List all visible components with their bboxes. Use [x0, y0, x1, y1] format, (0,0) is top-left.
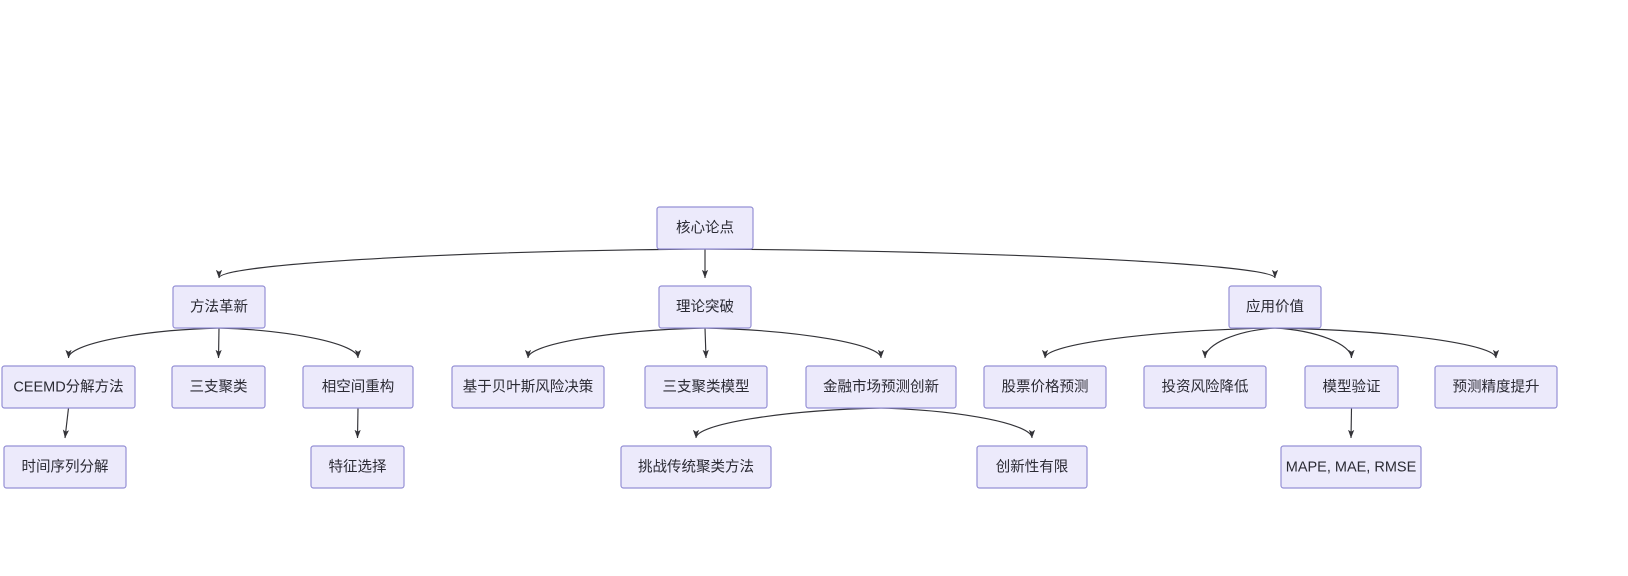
node-box[interactable]: [976, 445, 1088, 489]
node-label: 应用价值: [1246, 297, 1304, 315]
node-理论突破[interactable]: 理论突破: [658, 285, 752, 329]
node-label: 挑战传统聚类方法: [638, 458, 754, 475]
node-box[interactable]: [171, 365, 266, 409]
node-股票价格预测[interactable]: 股票价格预测: [983, 365, 1107, 409]
edge-n_ceemd-to-n_tsdecom: [62, 407, 70, 439]
node-box[interactable]: [620, 445, 772, 489]
edge-n_apply-to-n_valid: [1274, 327, 1355, 359]
node-box[interactable]: [1280, 445, 1422, 489]
edge-n_root-to-n_method: [216, 248, 706, 279]
node-label: 三支聚类模型: [663, 378, 750, 395]
node-label: 时间序列分解: [22, 458, 109, 475]
edge-n_theory-to-n_tsmodel: [702, 327, 709, 359]
node-box[interactable]: [658, 285, 752, 329]
node-label: 预测精度提升: [1453, 378, 1540, 395]
node-box[interactable]: [302, 365, 414, 409]
edge-n_theory-to-n_finance: [704, 327, 885, 359]
node-box[interactable]: [310, 445, 405, 489]
node-mape-mae-rmse[interactable]: MAPE, MAE, RMSE: [1280, 445, 1422, 489]
edge-n_finance-to-n_limit: [880, 407, 1036, 439]
node-box[interactable]: [983, 365, 1107, 409]
node-时间序列分解[interactable]: 时间序列分解: [3, 445, 127, 489]
node-box[interactable]: [1434, 365, 1558, 409]
node-ceemd分解方法[interactable]: CEEMD分解方法: [1, 365, 136, 409]
node-三支聚类模型[interactable]: 三支聚类模型: [644, 365, 768, 409]
node-核心论点[interactable]: 核心论点: [656, 206, 754, 250]
edge-n_apply-to-n_stock: [1041, 327, 1276, 359]
node-label: 股票价格预测: [1002, 378, 1089, 395]
node-label: 金融市场预测创新: [823, 378, 939, 395]
edge-n_root-to-n_apply: [704, 248, 1278, 279]
edge-n_phase-to-n_feature: [354, 407, 361, 439]
node-box[interactable]: [172, 285, 266, 329]
node-label: 三支聚类: [190, 378, 248, 395]
node-应用价值[interactable]: 应用价值: [1228, 285, 1322, 329]
edge-n_method-to-n_ceemd: [65, 327, 220, 359]
node-创新性有限[interactable]: 创新性有限: [976, 445, 1088, 489]
node-label: 基于贝叶斯风险决策: [463, 378, 594, 395]
edge-n_finance-to-n_chall: [692, 407, 882, 439]
node-label: 核心论点: [676, 219, 734, 236]
node-box[interactable]: [3, 445, 127, 489]
node-金融市场预测创新[interactable]: 金融市场预测创新: [805, 365, 957, 409]
node-模型验证[interactable]: 模型验证: [1304, 365, 1399, 409]
node-三支聚类[interactable]: 三支聚类: [171, 365, 266, 409]
node-label: 创新性有限: [996, 458, 1069, 475]
edge-n_method-to-n_three: [215, 327, 222, 359]
node-label: 模型验证: [1323, 378, 1381, 395]
node-特征选择[interactable]: 特征选择: [310, 445, 405, 489]
node-box[interactable]: [1143, 365, 1267, 409]
node-box[interactable]: [656, 206, 754, 250]
node-投资风险降低[interactable]: 投资风险降低: [1143, 365, 1267, 409]
edge-n_apply-to-n_accur: [1274, 327, 1500, 359]
edge-layer: [62, 248, 1500, 439]
node-挑战传统聚类方法[interactable]: 挑战传统聚类方法: [620, 445, 772, 489]
node-box[interactable]: [644, 365, 768, 409]
node-label: 投资风险降低: [1162, 378, 1249, 395]
node-label: 方法革新: [190, 298, 248, 315]
node-box[interactable]: [1304, 365, 1399, 409]
node-label: 理论突破: [676, 298, 734, 315]
node-预测精度提升[interactable]: 预测精度提升: [1434, 365, 1558, 409]
node-box[interactable]: [805, 365, 957, 409]
edge-n_valid-to-n_metrics: [1348, 407, 1355, 439]
node-label: 相空间重构: [322, 378, 395, 395]
node-label: MAPE, MAE, RMSE: [1286, 459, 1417, 475]
edge-n_method-to-n_phase: [218, 327, 362, 359]
node-label: CEEMD分解方法: [13, 378, 123, 395]
edge-n_apply-to-n_risk: [1201, 327, 1276, 359]
edge-n_theory-to-n_bayes: [524, 327, 706, 359]
node-box[interactable]: [451, 365, 605, 409]
node-box[interactable]: [1228, 285, 1322, 329]
node-方法革新[interactable]: 方法革新: [172, 285, 266, 329]
node-box[interactable]: [1, 365, 136, 409]
node-label: 特征选择: [329, 458, 387, 475]
node-基于贝叶斯风险决策[interactable]: 基于贝叶斯风险决策: [451, 365, 605, 409]
node-相空间重构[interactable]: 相空间重构: [302, 365, 414, 409]
